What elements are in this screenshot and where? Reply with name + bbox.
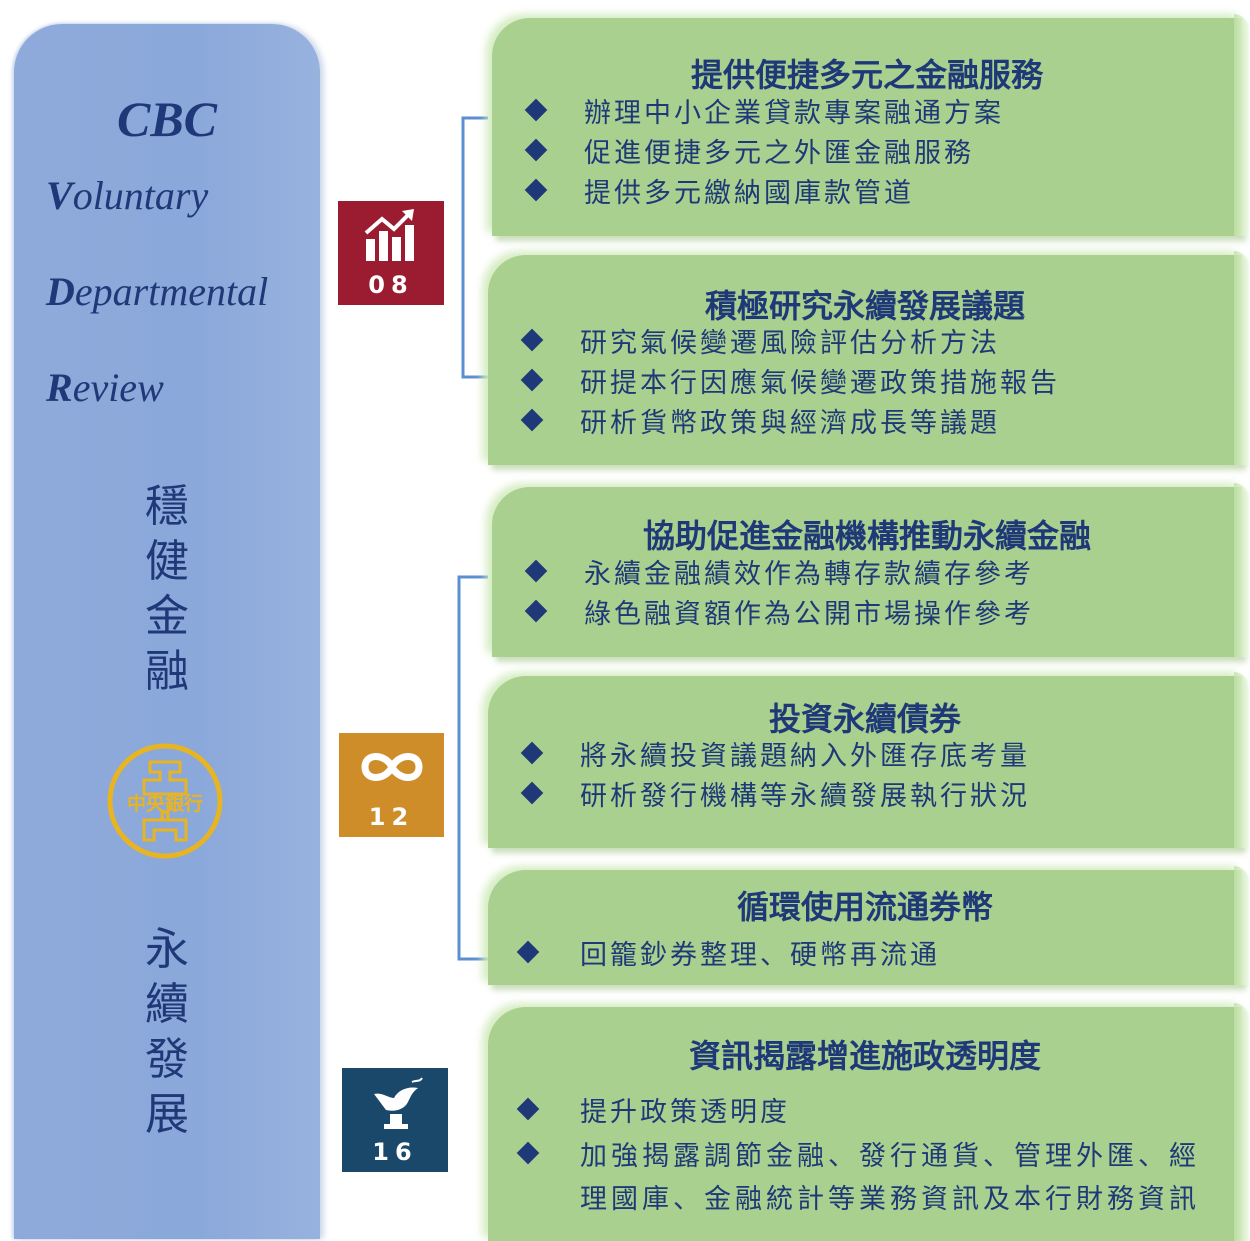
rising-bar-chart-icon (364, 209, 414, 261)
svg-text:中央銀行: 中央銀行 (127, 792, 203, 815)
bullet-diamond-icon (524, 599, 548, 623)
box-title: 積極研究永續發展議題 (704, 287, 1025, 325)
list-item: 研析貨幣政策與經濟成長等議題 (580, 408, 1000, 439)
bullet-diamond-icon (516, 940, 540, 964)
bullet-diamond-icon (524, 138, 548, 162)
list-item: 研提本行因應氣候變遷政策措施報告 (580, 368, 1060, 399)
box-title: 循環使用流通券幣 (736, 888, 993, 926)
box-currency-circulation: 循環使用流通券幣 回籠鈔券整理、硬幣再流通 (488, 866, 1248, 985)
bullet-diamond-icon (520, 368, 544, 392)
vertical-text-sustainable-development: 永 續 發 展 (145, 924, 189, 1140)
bullet-diamond-icon (516, 1097, 540, 1121)
sdg-12-tile: 12 (339, 733, 444, 837)
list-item: 將永續投資議題納入外匯存底考量 (580, 741, 1030, 772)
cbc-title: CBC (116, 91, 218, 147)
bullet-diamond-icon (524, 559, 548, 583)
sdg-16-tile: 16 (342, 1068, 448, 1172)
bullet-diamond-icon (524, 178, 548, 202)
bullet-diamond-icon (520, 408, 544, 432)
box-financial-services: 提供便捷多元之金融服務 辦理中小企業貸款專案融通方案 促進便捷多元之外匯金融服務… (492, 14, 1248, 236)
bracket-sdg12 (457, 575, 488, 961)
box-sustainability-research: 積極研究永續發展議題 研究氣候變遷風險評估分析方法 研提本行因應氣候變遷政策措施… (488, 251, 1248, 465)
sdg-08-number: 08 (368, 271, 414, 299)
bullet-diamond-icon (520, 741, 544, 765)
vertical-text-stable-finance: 穩 健 金 融 (145, 481, 189, 697)
list-item: 研究氣候變遷風險評估分析方法 (580, 328, 1000, 359)
bullet-diamond-icon (520, 328, 544, 352)
list-item-continuation: 理國庫、金融統計等業務資訊及本行財務資訊 (580, 1184, 1200, 1215)
word-departmental: Departmental (46, 269, 269, 314)
bullet-diamond-icon (516, 1141, 540, 1165)
infinity-loop-icon (361, 753, 423, 781)
list-item: 永續金融績效作為轉存款續存參考 (584, 559, 1034, 590)
bullet-diamond-icon (520, 781, 544, 805)
box-title: 提供便捷多元之金融服務 (690, 56, 1043, 94)
list-item: 提升政策透明度 (580, 1097, 790, 1128)
list-item: 綠色融資額作為公開市場操作參考 (584, 599, 1034, 630)
sdg-16-number: 16 (372, 1138, 418, 1166)
box-title: 協助促進金融機構推動永續金融 (642, 517, 1091, 555)
box-sustainable-bonds: 投資永續債券 將永續投資議題納入外匯存底考量 研析發行機構等永續發展執行狀況 (488, 672, 1248, 848)
list-item: 提供多元繳納國庫款管道 (584, 178, 914, 209)
bullet-diamond-icon (524, 98, 548, 122)
list-item: 辦理中小企業貸款專案融通方案 (584, 98, 1004, 129)
sdg-08-tile: 08 (338, 201, 444, 305)
box-information-disclosure: 資訊揭露增進施政透明度 提升政策透明度 加強揭露調節金融、發行通貨、管理外匯、經… (488, 1003, 1248, 1241)
word-voluntary: Voluntary (46, 173, 209, 218)
list-item: 研析發行機構等永續發展執行狀況 (580, 781, 1030, 812)
word-review: Review (46, 365, 164, 410)
list-item: 加強揭露調節金融、發行通貨、管理外匯、經 (580, 1141, 1200, 1172)
box-sustainable-finance: 協助促進金融機構推動永續金融 永續金融績效作為轉存款續存參考 綠色融資額作為公開… (492, 483, 1248, 657)
list-item: 促進便捷多元之外匯金融服務 (584, 138, 974, 169)
central-bank-seal-icon: 中央銀行 (107, 743, 223, 859)
sdg-12-number: 12 (368, 803, 415, 831)
bracket-sdg08 (461, 116, 488, 379)
left-panel: CBC Voluntary Departmental Review 穩 健 金 … (14, 24, 320, 1239)
list-item: 回籠鈔券整理、硬幣再流通 (580, 940, 940, 971)
box-title: 資訊揭露增進施政透明度 (688, 1037, 1041, 1075)
dove-gavel-icon (374, 1077, 423, 1129)
box-title: 投資永續債券 (768, 700, 961, 738)
